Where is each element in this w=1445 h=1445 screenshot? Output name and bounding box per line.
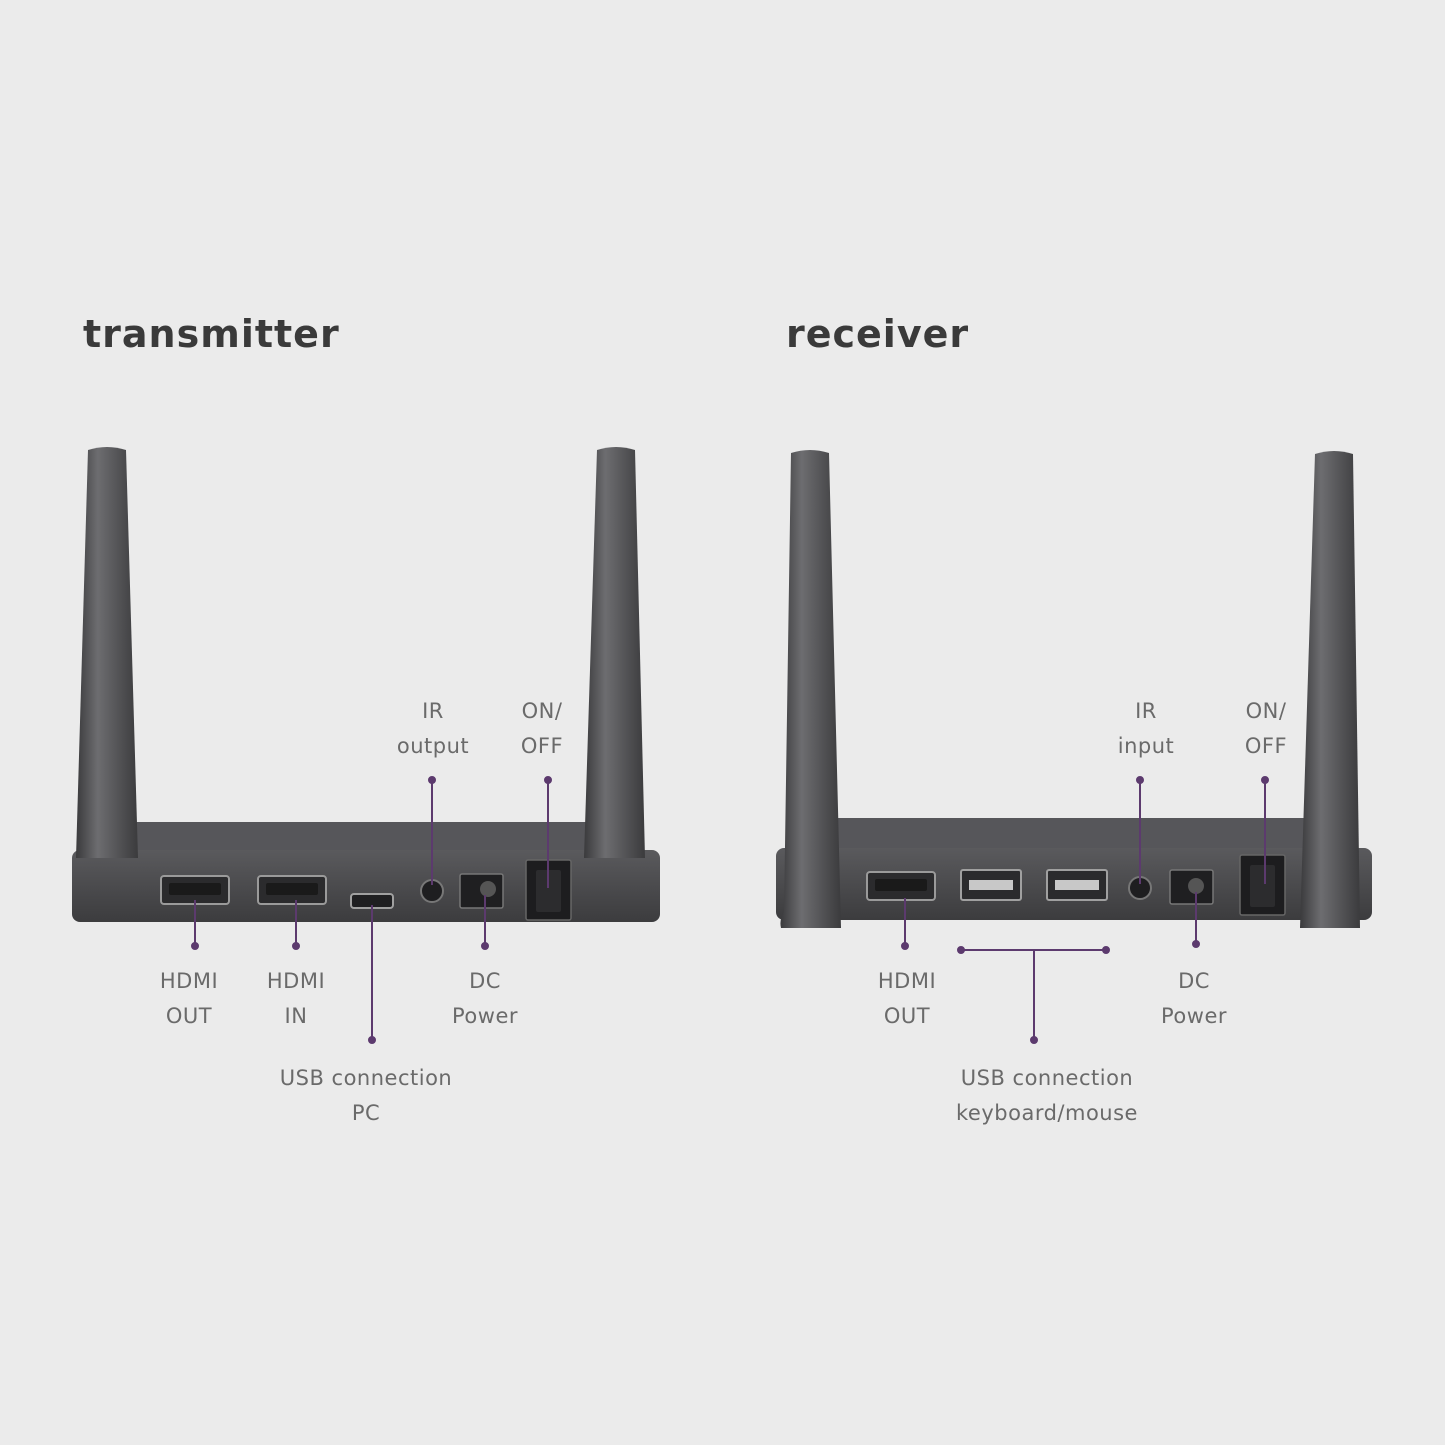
receiver-usb-port-1 — [960, 869, 1022, 901]
receiver-usb-bracket — [957, 946, 1110, 1044]
receiver-hdmi-out-port — [866, 871, 936, 901]
receiver-dc-port — [1169, 869, 1214, 905]
receiver-ir-leader — [1136, 776, 1144, 884]
receiver-top-panel — [830, 818, 1310, 848]
transmitter-onoff-leader — [544, 776, 552, 888]
transmitter-ir-leader — [428, 776, 436, 885]
receiver-onoff-label: ON/OFF — [1244, 699, 1288, 758]
transmitter-power-switch — [525, 859, 572, 921]
receiver-title: receiver — [786, 312, 970, 356]
receiver-device — [776, 450, 1372, 928]
transmitter-dc-port — [459, 873, 504, 909]
transmitter-hdmi-out-port — [160, 875, 230, 905]
receiver-left-antenna — [780, 450, 841, 928]
receiver-dc-leader — [1192, 892, 1200, 948]
transmitter-hdmi-out-leader — [191, 900, 199, 950]
receiver-usb-port-2 — [1046, 869, 1108, 901]
receiver-right-antenna — [1300, 451, 1360, 928]
transmitter-dc-leader — [481, 895, 489, 950]
transmitter-left-antenna — [76, 447, 138, 858]
transmitter-top-panel — [130, 822, 590, 850]
receiver-hdmi-out-leader — [901, 898, 909, 950]
receiver-onoff-leader — [1261, 776, 1269, 884]
transmitter-usb-leader — [368, 905, 376, 1044]
receiver-power-switch — [1239, 854, 1286, 916]
transmitter-hdmi-in-leader — [292, 900, 300, 950]
transmitter-device — [72, 447, 660, 922]
transmitter-hdmi-in-port — [257, 875, 327, 905]
transmitter-title: transmitter — [83, 312, 340, 356]
transmitter-onoff-label: ON/OFF — [520, 699, 564, 758]
transmitter-right-antenna — [584, 447, 645, 858]
